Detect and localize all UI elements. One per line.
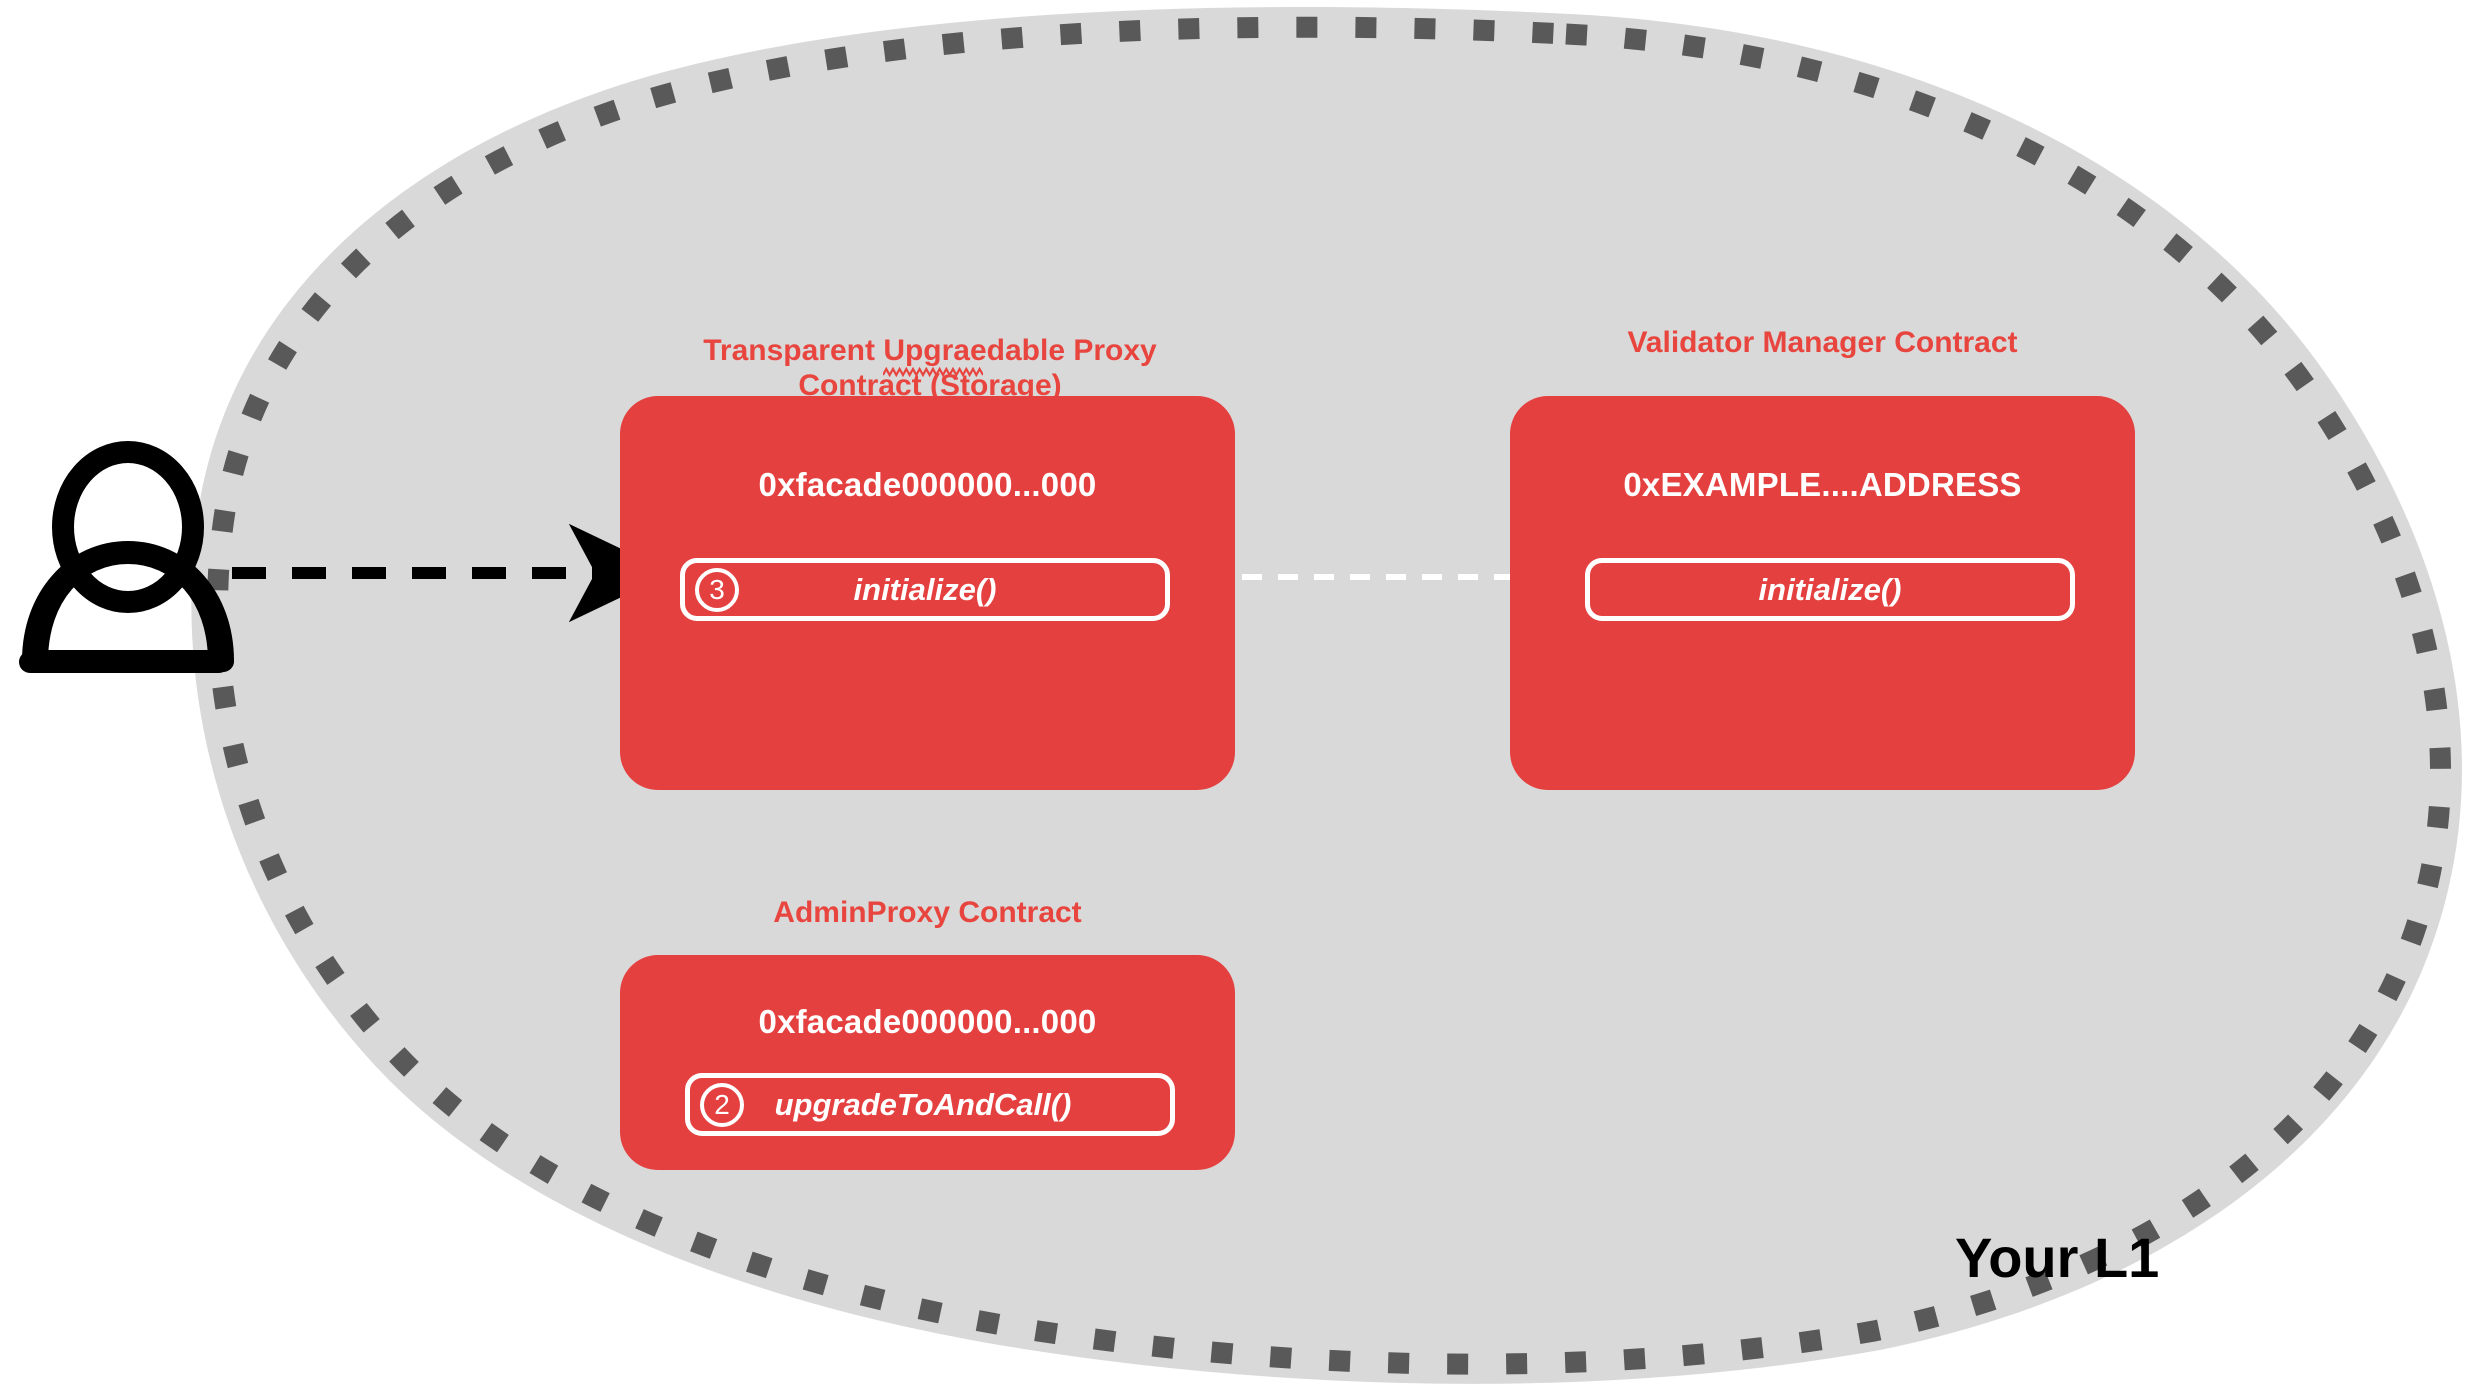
l1-region-label: Your L1 [1955, 1226, 2160, 1289]
proxy-title-suffix: Proxy [1065, 334, 1157, 368]
admin-proxy-card[interactable]: 0xfacade000000...000 2 upgradeToAndCall(… [620, 955, 1235, 1170]
admin-proxy-step-badge: 2 [700, 1082, 744, 1127]
proxy-contract-address: 0xfacade000000...000 [758, 466, 1097, 503]
validator-manager-address: 0xEXAMPLE....ADDRESS [1623, 466, 2022, 503]
admin-proxy-upgrade-function-box[interactable]: 2 upgradeToAndCall() [685, 1073, 1175, 1136]
user-actor-icon [19, 441, 234, 673]
proxy-initialize-label: initialize() [853, 571, 997, 607]
validator-manager-title: Validator Manager Contract [1627, 326, 2018, 359]
validator-manager-initialize-function-box[interactable]: initialize() [1585, 558, 2075, 621]
admin-proxy-address: 0xfacade000000...000 [758, 1003, 1097, 1040]
proxy-title-misspelled-word: Upgraedable [883, 333, 1065, 368]
admin-proxy-title: AdminProxy Contract [773, 896, 1082, 929]
admin-proxy-upgrade-label: upgradeToAndCall() [774, 1086, 1072, 1122]
proxy-title-prefix: Transparent [703, 334, 884, 368]
proxy-contract-card[interactable]: 0xfacade000000...000 3 initialize() [620, 396, 1235, 790]
l1-region-dotted-border [207, 16, 2451, 1375]
proxy-initialize-function-box[interactable]: 3 initialize() [680, 558, 1170, 621]
validator-manager-card[interactable]: 0xEXAMPLE....ADDRESS initialize() [1510, 396, 2135, 790]
validator-manager-initialize-label: initialize() [1758, 571, 1902, 607]
proxy-step-badge: 3 [695, 567, 739, 612]
